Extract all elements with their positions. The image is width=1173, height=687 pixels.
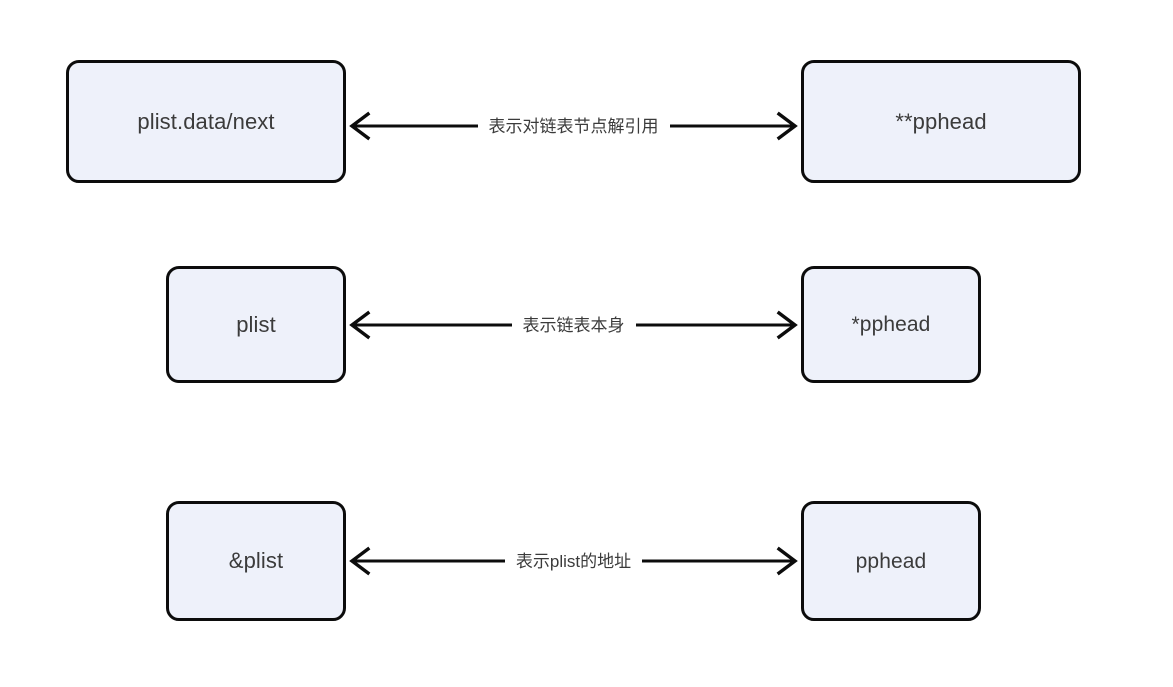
node-address-of-plist[interactable]: &plist	[166, 501, 346, 621]
node-single-pointer-pphead[interactable]: *pphead	[801, 266, 981, 383]
edge-label: 表示链表本身	[511, 316, 636, 334]
node-label: pphead	[855, 549, 927, 573]
node-label: &plist	[228, 548, 284, 573]
node-label: *pphead	[851, 313, 931, 336]
edge-row-3[interactable]: 表示plist的地址	[346, 541, 801, 581]
node-plist[interactable]: plist	[166, 266, 346, 383]
edge-label: 表示对链表节点解引用	[477, 117, 670, 135]
node-label: plist	[236, 311, 276, 337]
arrowhead-right-icon	[776, 111, 798, 141]
arrowhead-right-icon	[776, 546, 798, 576]
node-plist-data-next[interactable]: plist.data/next	[66, 60, 346, 183]
edge-row-1[interactable]: 表示对链表节点解引用	[346, 106, 801, 146]
edge-row-2[interactable]: 表示链表本身	[346, 305, 801, 345]
node-pphead[interactable]: pphead	[801, 501, 981, 621]
node-double-pointer-pphead[interactable]: **pphead	[801, 60, 1081, 183]
arrowhead-left-icon	[349, 111, 371, 141]
arrowhead-left-icon	[349, 546, 371, 576]
arrowhead-left-icon	[349, 310, 371, 340]
arrowhead-right-icon	[776, 310, 798, 340]
edge-label: 表示plist的地址	[504, 552, 643, 570]
node-label: **pphead	[895, 108, 987, 134]
node-label: plist.data/next	[137, 108, 275, 134]
